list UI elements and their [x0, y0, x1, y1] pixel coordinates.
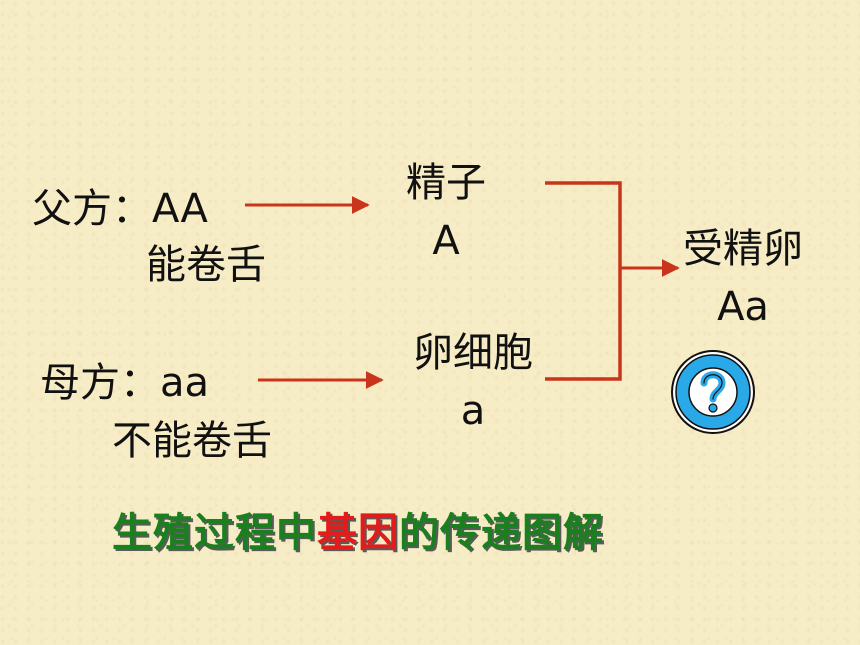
- sperm-label: 精子: [406, 160, 486, 206]
- diagram-caption: 生殖过程中基因的传递图解: [112, 500, 604, 558]
- caption-highlight: 基因: [317, 510, 399, 556]
- mother-trait: 不能卷舌: [112, 418, 272, 464]
- father-trait: 能卷舌: [146, 242, 266, 288]
- question-mark-icon: [671, 350, 755, 434]
- caption-before: 生殖过程中: [112, 510, 317, 556]
- egg-gene: a: [460, 388, 486, 434]
- caption-after: 的传递图解: [399, 510, 604, 556]
- sperm-gene: A: [432, 218, 460, 264]
- father-label: 父方：AA: [32, 186, 208, 232]
- merge-bracket: [545, 181, 622, 381]
- zygote-label: 受精卵: [683, 226, 803, 272]
- egg-label: 卵细胞: [413, 330, 533, 376]
- zygote-gene: Aa: [717, 284, 769, 330]
- mother-label: 母方：aa: [40, 360, 210, 406]
